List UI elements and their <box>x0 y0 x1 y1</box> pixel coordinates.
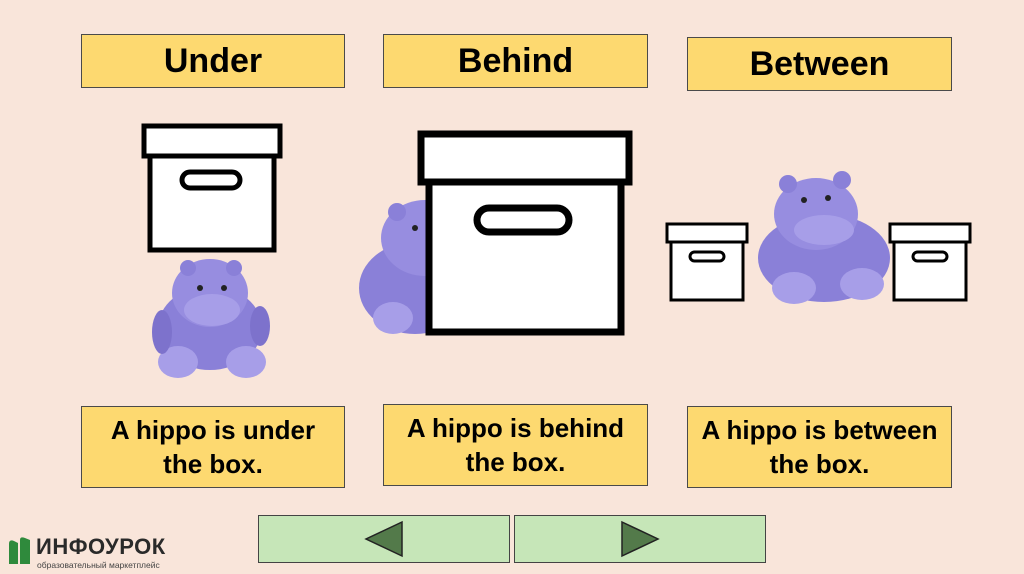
hippo-icon <box>152 259 270 378</box>
scene-under <box>141 123 283 378</box>
leaf-logo-icon <box>9 537 30 564</box>
box-icon <box>417 130 633 336</box>
box-icon <box>665 222 749 302</box>
next-button[interactable] <box>514 515 766 563</box>
triangle-right-icon <box>621 520 660 558</box>
prev-button[interactable] <box>258 515 510 563</box>
title-between: Between <box>687 37 952 91</box>
box-icon <box>141 123 283 253</box>
triangle-left-icon <box>364 520 403 558</box>
infourok-logo[interactable]: ИНФОУРОК образовательный маркетплейс <box>6 534 206 572</box>
sentence-behind: A hippo is behind the box. <box>383 404 648 486</box>
hippo-icon <box>758 171 890 304</box>
sentence-under: A hippo is under the box. <box>81 406 345 488</box>
scene-behind <box>359 130 633 336</box>
title-behind: Behind <box>383 34 648 88</box>
logo-name: ИНФОУРОК <box>36 534 166 559</box>
scene-between <box>665 171 972 304</box>
sentence-between: A hippo is between the box. <box>687 406 952 488</box>
title-under: Under <box>81 34 345 88</box>
box-icon <box>888 222 972 302</box>
logo-tagline: образовательный маркетплейс <box>37 560 160 570</box>
